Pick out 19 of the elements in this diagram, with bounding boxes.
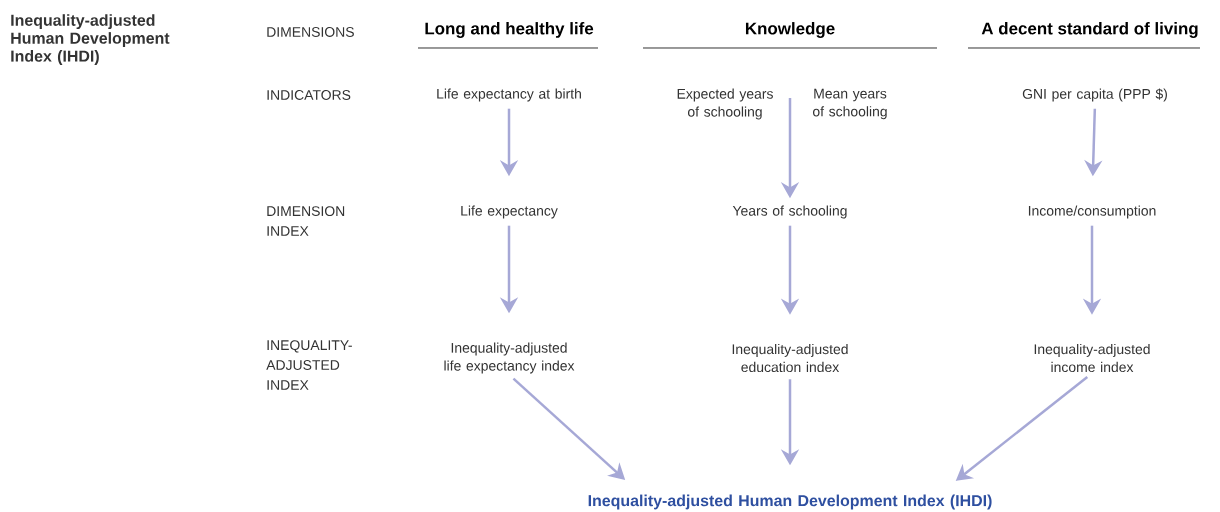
row-label: DIMENSION INDEX xyxy=(267,206,345,236)
title: Inequality-adjusted Human Development Index (IHDI) xyxy=(11,14,170,65)
indicator-text: Life expectancy xyxy=(461,205,558,219)
indicator-text: Income/consumption xyxy=(1028,205,1156,219)
indicator-text: Years of schooling xyxy=(732,205,847,219)
result-text: Inequality-adjusted Human Development Index (IHDI) xyxy=(588,494,992,510)
indicator-text: Inequality-adjusted education index xyxy=(732,343,848,373)
row-label: DIMENSIONS xyxy=(267,27,354,37)
indicator-text: Life expectancy at birth xyxy=(437,88,581,102)
indicator-text: Mean years of schooling xyxy=(812,88,887,120)
indicator-text: Expected years of schooling xyxy=(677,88,773,120)
row-label: INDICATORS xyxy=(267,90,351,100)
column-heading: Knowledge xyxy=(746,22,835,38)
row-label: INEQUALITY-ADJUSTED INDEX xyxy=(266,340,352,390)
indicator-text: Inequality-adjusted income index xyxy=(1034,343,1150,373)
column-heading: A decent standard of living xyxy=(981,22,1198,38)
indicator-text: Inequality-adjusted life expectancy index xyxy=(444,342,575,374)
indicator-text: GNI per capita (PPP $) xyxy=(1022,88,1167,102)
column-heading: Long and healthy life xyxy=(425,22,594,38)
